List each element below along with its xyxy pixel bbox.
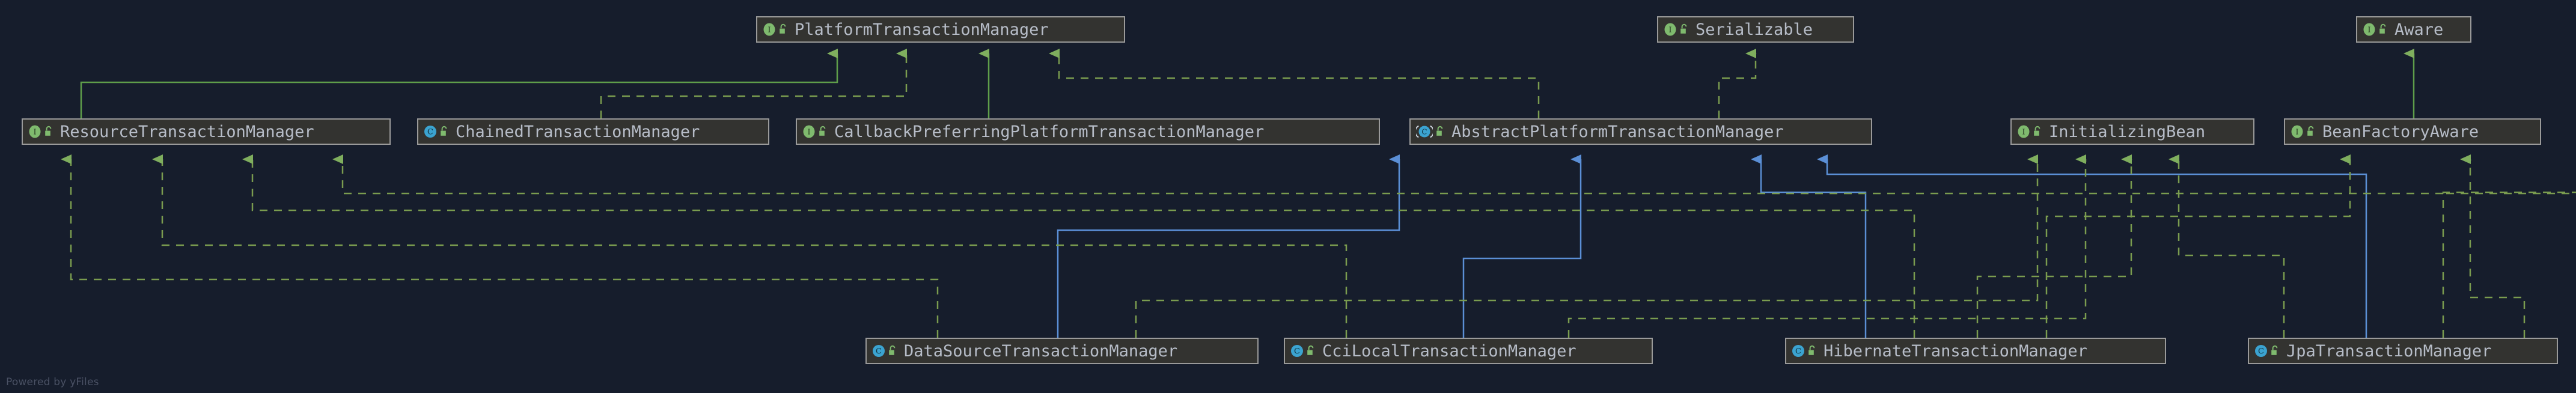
node-badges: I bbox=[763, 22, 788, 37]
svg-text:I: I bbox=[768, 26, 771, 34]
node-label: InitializingBean bbox=[2049, 122, 2206, 141]
node-badges: C bbox=[2254, 344, 2280, 358]
edge-abstract-to-serializable bbox=[1718, 49, 1757, 118]
interface-badge-icon: I bbox=[1664, 23, 1676, 36]
class-badge-icon: C bbox=[1291, 345, 1303, 357]
svg-text:C: C bbox=[1795, 347, 1801, 356]
node-badges: I bbox=[2017, 124, 2042, 139]
node-badges: C bbox=[1290, 344, 1316, 358]
node-label: AbstractPlatformTransactionManager bbox=[1451, 122, 1784, 141]
svg-text:I: I bbox=[2368, 26, 2371, 34]
public-unlocked-padlock-icon bbox=[1680, 23, 1687, 34]
svg-text:I: I bbox=[1669, 26, 1672, 34]
class-badge-icon: C bbox=[1792, 345, 1804, 357]
svg-text:I: I bbox=[2022, 128, 2025, 136]
interface-badge-icon: I bbox=[29, 125, 41, 138]
node-label: BeanFactoryAware bbox=[2322, 122, 2479, 141]
svg-text:C: C bbox=[1294, 347, 1300, 356]
svg-text:C: C bbox=[427, 128, 433, 137]
node-label: Aware bbox=[2394, 20, 2444, 39]
node-badges: C bbox=[424, 124, 449, 139]
edge-ccilocal-implements-initializingbean bbox=[1567, 154, 2087, 338]
class-node-aware[interactable]: I Aware bbox=[2356, 16, 2471, 43]
node-badges: I bbox=[1664, 22, 1689, 37]
public-unlocked-padlock-icon bbox=[1436, 126, 1443, 136]
node-label: ChainedTransactionManager bbox=[456, 122, 700, 141]
class-node-initializing-bean[interactable]: I InitializingBean bbox=[2010, 118, 2254, 145]
class-node-chained-transaction-manager[interactable]: C ChainedTransactionManager bbox=[417, 118, 769, 145]
public-unlocked-padlock-icon bbox=[2307, 126, 2314, 136]
svg-text:I: I bbox=[34, 128, 37, 136]
edge-hibernate-extends-abstract bbox=[1751, 154, 1867, 338]
public-unlocked-padlock-icon bbox=[889, 345, 896, 355]
node-badges: C bbox=[872, 344, 897, 358]
edge-abstract-to-platform bbox=[1049, 49, 1540, 118]
public-unlocked-padlock-icon bbox=[2034, 126, 2040, 136]
public-unlocked-padlock-icon bbox=[2379, 23, 2386, 34]
edge-jpa-extends-abstract bbox=[1817, 154, 2367, 338]
class-badge-icon: C bbox=[873, 345, 885, 357]
class-node-data-source-transaction-manager[interactable]: C DataSourceTransactionManager bbox=[865, 338, 1259, 364]
public-unlocked-padlock-icon bbox=[780, 23, 786, 34]
node-badges: C bbox=[1792, 344, 1817, 358]
edge-datasource-implements-resource bbox=[61, 154, 939, 338]
node-label: JpaTransactionManager bbox=[2286, 341, 2492, 361]
edge-jpa-implements-beanfactoryaware bbox=[2460, 154, 2526, 338]
interface-badge-icon: I bbox=[763, 23, 775, 36]
class-node-jpa-transaction-manager[interactable]: C JpaTransactionManager bbox=[2248, 338, 2558, 364]
edge-hibernate-implements-initializingbean bbox=[1976, 154, 2132, 338]
class-node-bean-factory-aware[interactable]: I BeanFactoryAware bbox=[2284, 118, 2541, 145]
class-node-callback-preferring-platform-transaction-manager[interactable]: I CallbackPreferringPlatformTransactionMa… bbox=[796, 118, 1380, 145]
public-unlocked-padlock-icon bbox=[1307, 345, 1314, 355]
node-label: DataSourceTransactionManager bbox=[904, 341, 1178, 361]
edge-jpa-implements-initializingbean bbox=[2169, 154, 2285, 338]
edge-jpa-implements-resource bbox=[343, 159, 2576, 338]
node-badges: I bbox=[802, 124, 828, 139]
public-unlocked-padlock-icon bbox=[1808, 345, 1815, 355]
abstract-class-badge-icon: C bbox=[1416, 125, 1433, 138]
class-node-abstract-platform-transaction-manager[interactable]: C AbstractPlatformTransactionManager bbox=[1409, 118, 1872, 145]
svg-text:I: I bbox=[2296, 128, 2299, 136]
svg-text:C: C bbox=[2258, 347, 2264, 356]
node-badges: I bbox=[28, 124, 53, 139]
edge-resource-to-platform bbox=[80, 49, 838, 118]
node-label: HibernateTransactionManager bbox=[1824, 341, 2087, 361]
node-badges: I bbox=[2291, 124, 2316, 139]
svg-text:C: C bbox=[1421, 128, 1427, 136]
class-badge-icon: C bbox=[424, 126, 436, 138]
public-unlocked-padlock-icon bbox=[45, 126, 52, 136]
class-node-cci-local-transaction-manager[interactable]: C CciLocalTransactionManager bbox=[1284, 338, 1653, 364]
edge-ccilocal-extends-abstract bbox=[1462, 154, 1582, 338]
yfiles-watermark: Powered by yFiles bbox=[6, 376, 99, 388]
node-label: ResourceTransactionManager bbox=[60, 122, 314, 141]
edge-datasource-implements-initializingbean bbox=[1135, 154, 2039, 338]
class-node-platform-transaction-manager[interactable]: I PlatformTransactionManager bbox=[756, 16, 1125, 43]
node-label: Serializable bbox=[1695, 20, 1813, 39]
node-badges: I bbox=[2363, 22, 2388, 37]
edge-datasource-extends-abstract bbox=[1057, 154, 1400, 338]
edge-chained-to-platform bbox=[600, 49, 908, 118]
edge-hibernate-implements-beanfactoryaware bbox=[2045, 154, 2351, 338]
class-node-serializable[interactable]: I Serializable bbox=[1657, 16, 1854, 43]
svg-text:C: C bbox=[876, 347, 882, 356]
interface-badge-icon: I bbox=[2363, 23, 2375, 36]
public-unlocked-padlock-icon bbox=[819, 126, 826, 136]
class-badge-icon: C bbox=[2255, 345, 2267, 357]
public-unlocked-padlock-icon bbox=[2271, 345, 2278, 355]
svg-text:I: I bbox=[808, 128, 811, 136]
public-unlocked-padlock-icon bbox=[441, 126, 447, 136]
interface-badge-icon: I bbox=[2291, 125, 2303, 138]
node-label: CallbackPreferringPlatformTransactionMan… bbox=[834, 122, 1265, 141]
interface-badge-icon: I bbox=[2018, 125, 2030, 138]
interface-badge-icon: I bbox=[803, 125, 815, 138]
node-label: PlatformTransactionManager bbox=[795, 20, 1049, 39]
edge-hibernate-implements-resource bbox=[242, 154, 1915, 338]
class-node-resource-transaction-manager[interactable]: I ResourceTransactionManager bbox=[22, 118, 391, 145]
node-label: CciLocalTransactionManager bbox=[1322, 341, 1576, 361]
node-badges: C bbox=[1416, 124, 1445, 139]
edge-ccilocal-implements-resource bbox=[152, 154, 1348, 338]
class-node-hibernate-transaction-manager[interactable]: C HibernateTransactionManager bbox=[1785, 338, 2166, 364]
